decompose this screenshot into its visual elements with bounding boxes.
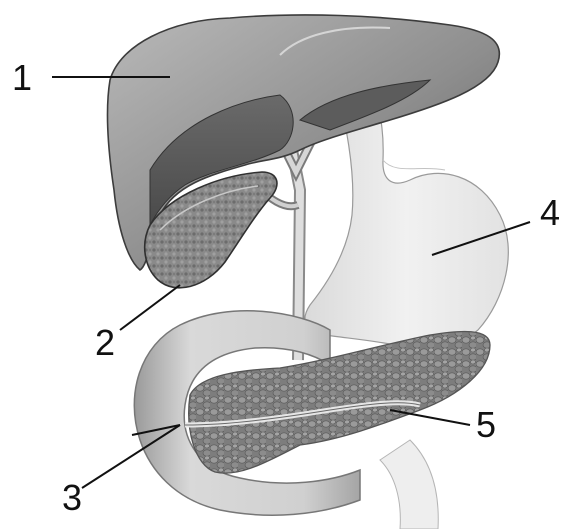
leader-line-5: [390, 410, 470, 425]
label-2: 2: [95, 322, 115, 363]
label-1: 1: [12, 57, 32, 98]
leader-line-2: [120, 285, 180, 330]
lower-intestine: [380, 440, 438, 529]
label-5: 5: [476, 404, 496, 445]
label-3: 3: [62, 477, 82, 518]
label-4: 4: [540, 192, 560, 233]
